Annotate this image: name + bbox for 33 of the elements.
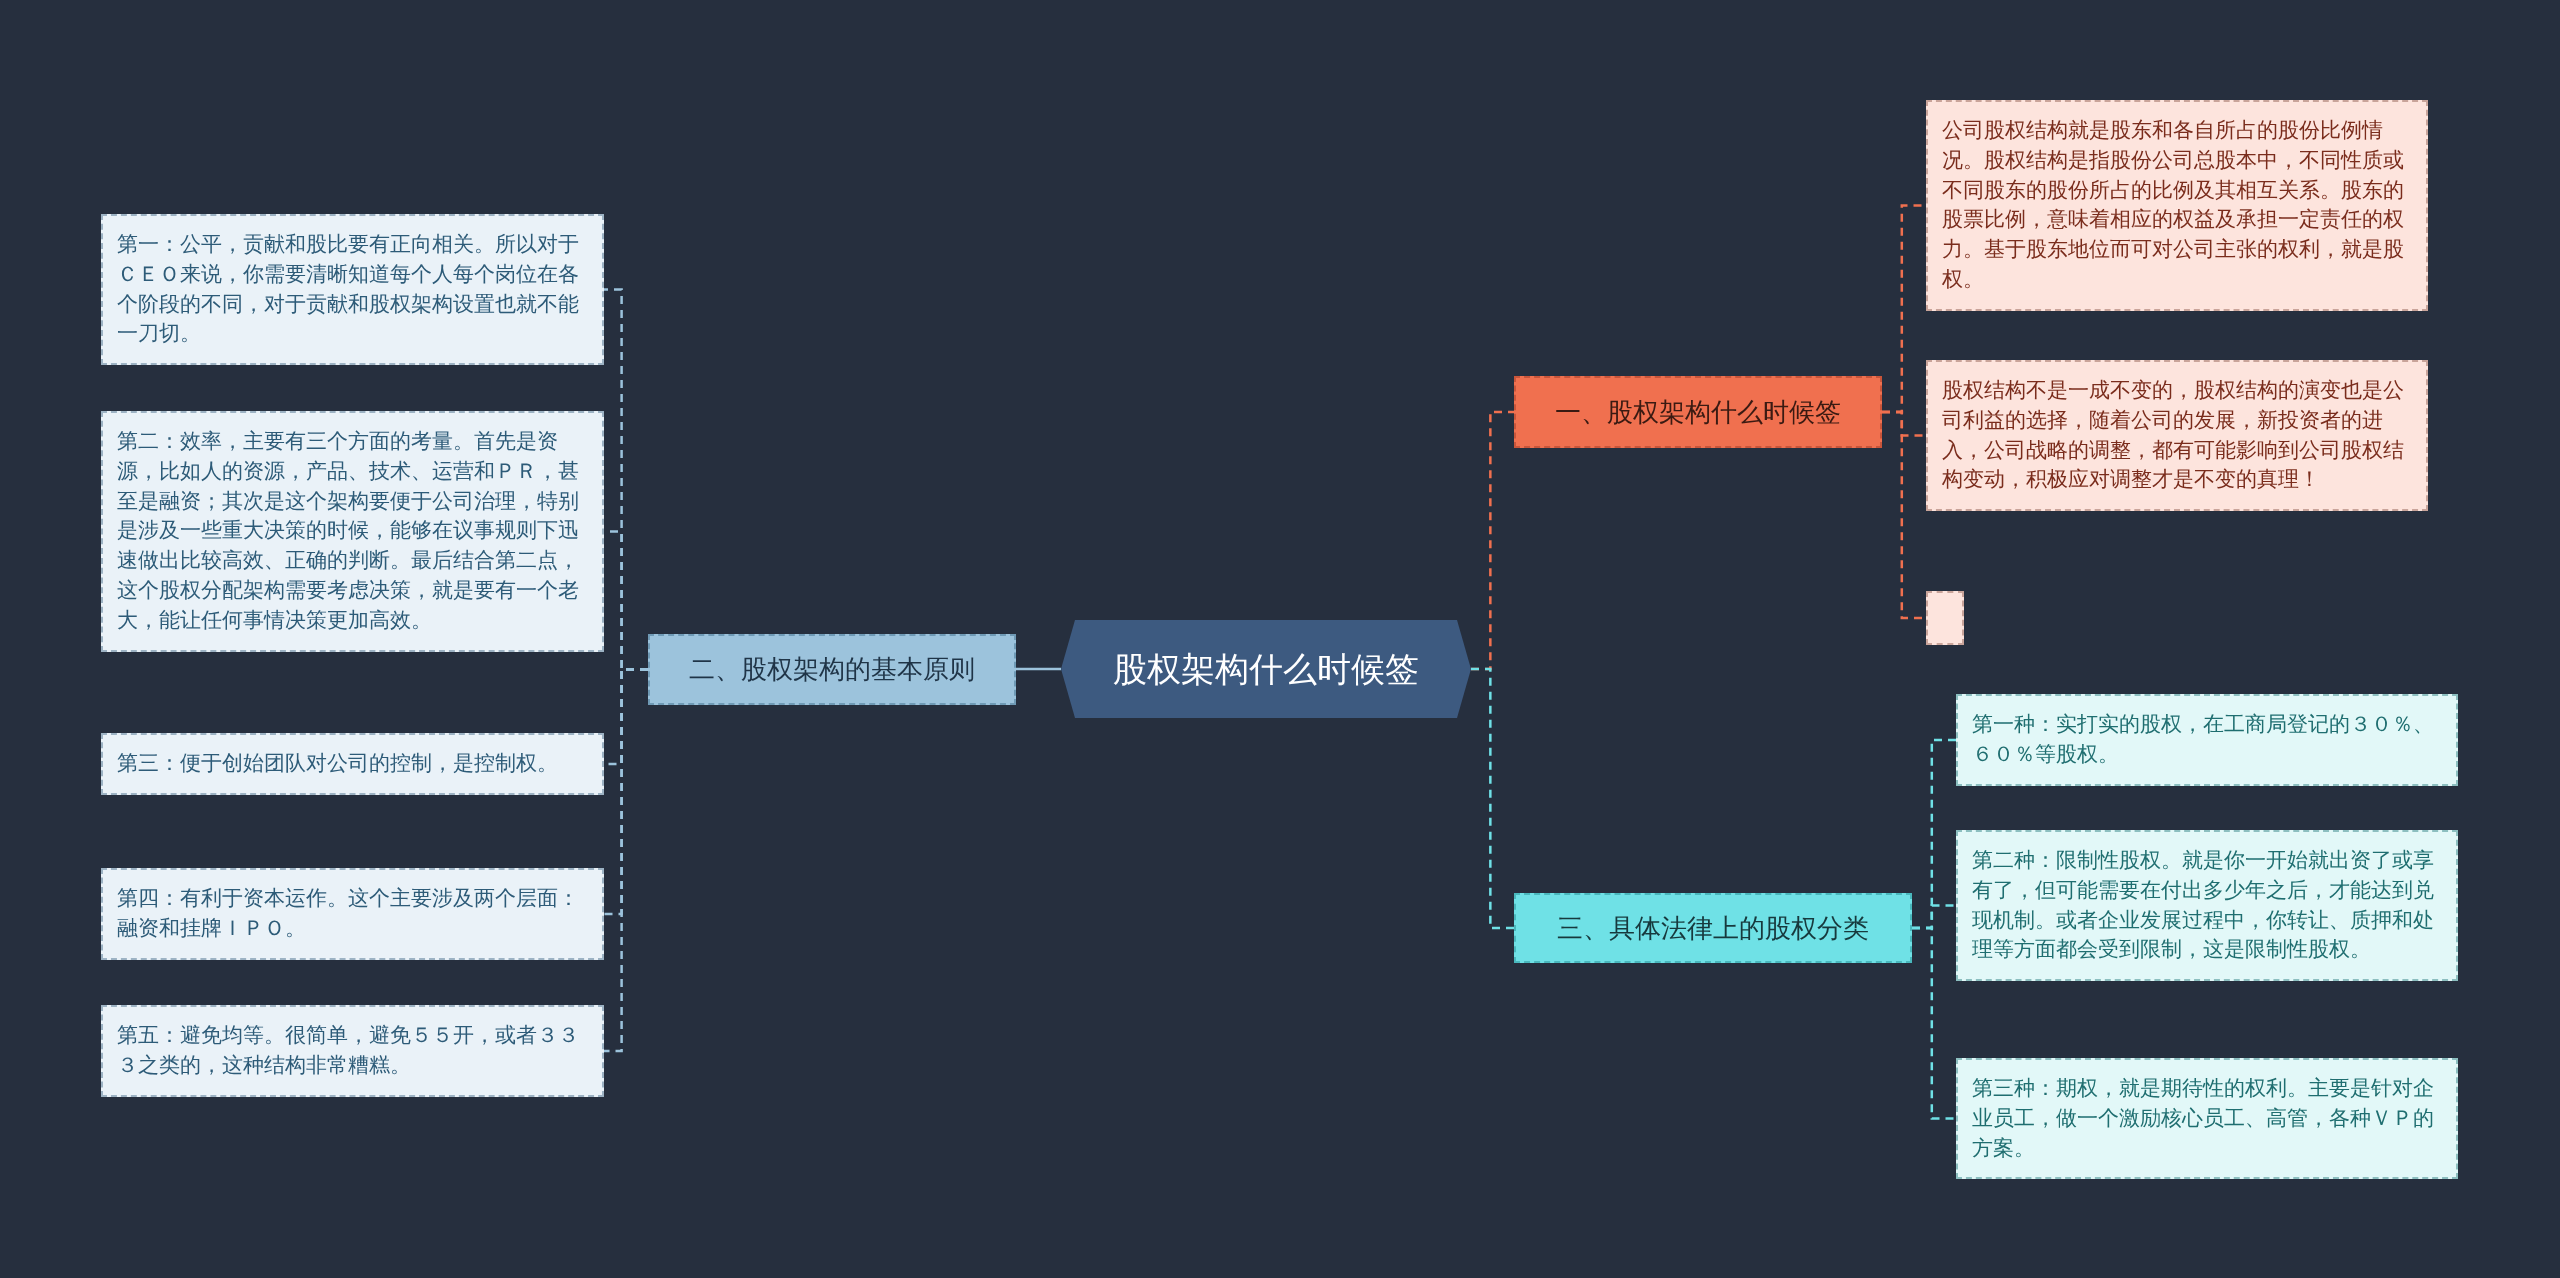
note-text: 第四：有利于资本运作。这个主要涉及两个层面：融资和挂牌ＩＰＯ。 xyxy=(117,885,580,942)
topic-box xyxy=(648,634,1016,705)
note-box xyxy=(101,868,604,960)
note-text: 第一种：实打实的股权，在工商局登记的３０％、６０％等股权。 xyxy=(1972,711,2435,768)
topic-label: 三、具体法律上的股权分类 xyxy=(1557,911,1869,945)
connector-line xyxy=(604,668,648,1053)
note-text: 股权结构不是一成不变的，股权结构的演变也是公司利益的选择，随着公司的发展，新投资者的进入，公司战略的调整，都有可能影响到公司股权结构变动，积极应对调整才是不变的真理！ xyxy=(1942,377,2405,494)
note-text: 第二种：限制性股权。就是你一开始就出资了或享有了，但可能需要在付出多少年之后，才能达到兑现机制。或者企业发展过程中，你转让、质押和处理等方面都会受到限制，这是限制性股权。 xyxy=(1972,847,2435,964)
note-box xyxy=(101,1005,604,1097)
note-text: 第三：便于创始团队对公司的控制，是控制权。 xyxy=(117,750,558,777)
central-topic-hexagon xyxy=(1061,620,1471,718)
topic-label: 二、股权架构的基本原则 xyxy=(689,653,975,687)
note-text: 第一：公平，贡献和股比要有正向相关。所以对于ＣＥＯ来说，你需要清晰知道每个人每个岗位在各个阶段的不同，对于贡献和股权架构设置也就不能一刀切。 xyxy=(117,231,580,348)
connector-line xyxy=(1912,926,1956,1120)
note-box xyxy=(1956,1058,2458,1180)
note-text: 第三种：期权，就是期待性的权利。主要是针对企业员工，做一个激励核心员工、高管，各种ＶＰ的方案。 xyxy=(1972,1075,2435,1162)
topic-label: 一、股权架构什么时候签 xyxy=(1555,395,1841,429)
note-box xyxy=(101,214,604,366)
topic-box xyxy=(1514,376,1882,448)
central-topic-text: 股权架构什么时候签 xyxy=(1113,647,1419,691)
note-box xyxy=(101,411,604,652)
note-text: 第五：避免均等。很简单，避免５５开，或者３３３之类的，这种结构非常糟糕。 xyxy=(117,1022,580,1079)
topic-box xyxy=(1514,893,1912,963)
note-box xyxy=(101,733,604,795)
note-text: 第二：效率，主要有三个方面的考量。首先是资源，比如人的资源，产品、技术、运营和ＰＲ，甚至是融资；其次是这个架构要便于公司治理，特别是涉及一些重大决策的时候，能够在议事规则下迅速做出比较高效、正确的判断。最后结合第二点，这个股权分配架构需要考虑决策，就是要有一个老大，能让任何事情决策更加高效。 xyxy=(117,428,580,634)
connector-line xyxy=(1016,667,1061,671)
note-box xyxy=(1926,100,2428,311)
note-text: 公司股权结构就是股东和各自所占的股份比例情况。股权结构是指股份公司总股本中，不同性质或不同股东的股份所占的比例及其相互关系。股东的股票比例，意味着相应的权益及承担一定责任的权力。基于股东地位而可对公司主张的权利，就是股权。 xyxy=(1942,117,2405,294)
note-box xyxy=(1926,360,2428,512)
note-box xyxy=(1956,694,2458,786)
note-box xyxy=(1956,830,2458,982)
connector-line xyxy=(1471,667,1514,930)
empty-box xyxy=(1926,591,1964,645)
